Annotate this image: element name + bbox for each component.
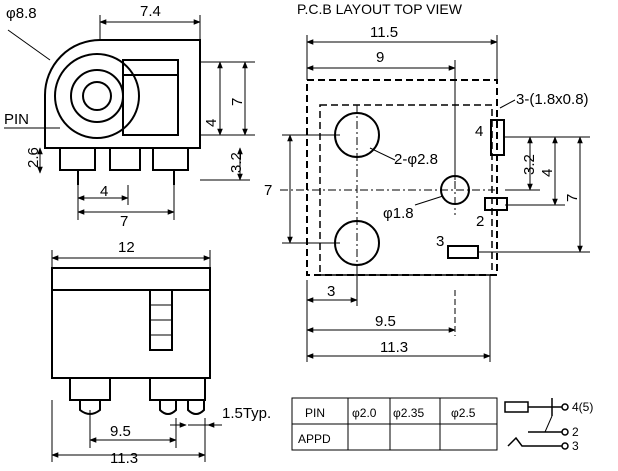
front-width-label: 7.4 [140, 3, 161, 20]
front-height-label: 7 [229, 98, 246, 106]
schematic-label-3: 3 [572, 439, 579, 453]
table-header-col2: φ2.35 [393, 406, 424, 420]
pcb-right-dim-c-label: 7 [564, 194, 581, 202]
schematic-label-2: 2 [572, 425, 579, 439]
side-dim-b-label: 11.3 [110, 450, 138, 466]
pin-table [291, 397, 498, 451]
front-pin-right [152, 147, 189, 171]
pcb-bottom-dim-c-label: 11.3 [380, 339, 408, 356]
schematic-label-4-5: 4(5) [572, 400, 593, 414]
pcb-small-hole-label: φ1.8 [383, 205, 414, 222]
front-view [44, 39, 201, 185]
pcb-pin-3-label: 3 [436, 233, 444, 250]
side-dims [51, 250, 222, 462]
pcb-mount-hole-bottom [334, 220, 380, 266]
front-body-outline [44, 39, 201, 149]
pcb-slot-4 [490, 119, 505, 156]
pcb-width-outer-label: 11.5 [370, 24, 398, 41]
table-header-pin: PIN [305, 406, 325, 420]
side-pin-base-left [69, 377, 111, 401]
side-pin-base-right [149, 377, 206, 401]
front-diameter-label: φ8.8 [6, 5, 37, 22]
pcb-slot-3 [447, 245, 479, 259]
side-pitch-label: 1.5Typ. [222, 405, 271, 422]
pcb-width-inner-label: 9 [376, 49, 384, 66]
side-view [51, 267, 211, 415]
pcb-bottom-dim-a-label: 3 [327, 283, 335, 300]
table-header-col3: φ2.5 [451, 406, 476, 420]
front-pin-label: PIN [4, 111, 29, 128]
pcb-right-dim-b-label: 4 [539, 169, 556, 177]
front-pin-left [59, 147, 96, 171]
front-pin-mid [109, 147, 141, 171]
schematic-symbol [504, 398, 569, 450]
pcb-pin-4-label: 4 [475, 123, 483, 140]
front-pin-spacing-label: 4 [100, 183, 108, 200]
jack-outer-ring [54, 53, 140, 139]
pcb-dims [282, 35, 590, 362]
table-header-col1: φ2.0 [352, 406, 377, 420]
jack-middle-ring [70, 69, 124, 123]
front-pin-height-label: 2.6 [25, 147, 42, 168]
front-pin-offset-label: 3.2 [228, 152, 245, 173]
pcb-layout [280, 79, 508, 276]
pcb-slot-2 [484, 197, 508, 211]
side-width-label: 12 [118, 239, 135, 256]
side-pin-mid [159, 400, 177, 415]
pcb-hole-label: 2-φ2.8 [394, 151, 438, 168]
pcb-mount-hole-top [334, 112, 380, 158]
pcb-pin-2-label: 2 [476, 213, 484, 230]
pcb-title: P.C.B LAYOUT TOP VIEW [297, 1, 463, 17]
front-latch-rect [122, 74, 179, 136]
pcb-slot-label: 3-(1.8x0.8) [516, 91, 589, 108]
front-offset-label: 4 [203, 119, 220, 127]
side-body-outline [51, 267, 211, 379]
front-dims [4, 15, 255, 220]
table-row-label: APPD [298, 432, 331, 446]
side-pin-right [187, 400, 205, 415]
front-pin-span-label: 7 [120, 213, 128, 230]
side-dim-a-label: 9.5 [110, 423, 131, 440]
jack-inner-ring [82, 81, 112, 111]
pcb-height-label: 7 [264, 182, 272, 199]
pcb-bottom-dim-b-label: 9.5 [375, 313, 396, 330]
pcb-right-dim-a-label: 3.2 [521, 154, 538, 175]
